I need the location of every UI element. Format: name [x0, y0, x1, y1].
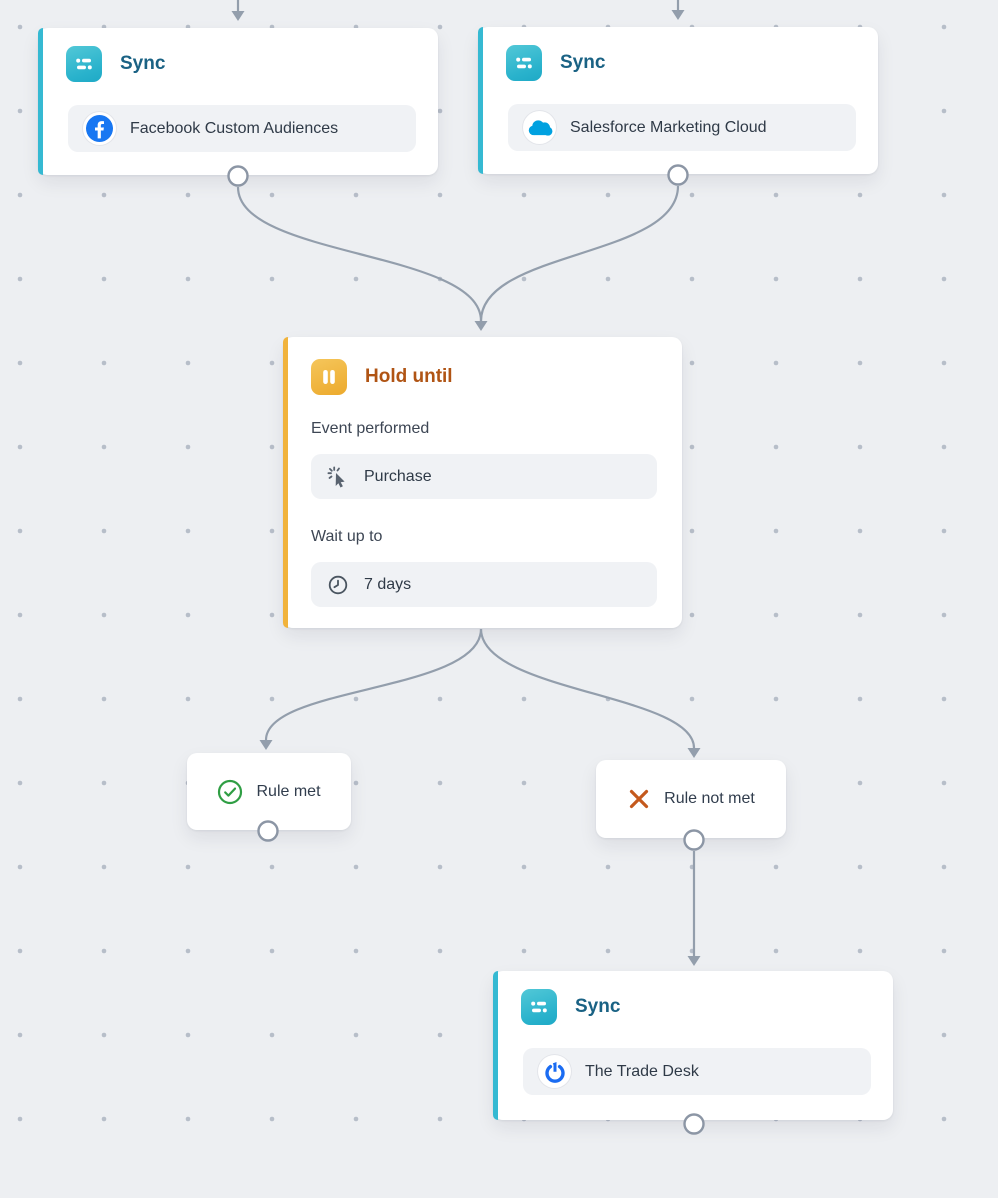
sync-icon — [506, 45, 542, 81]
event-value: Purchase — [364, 467, 432, 485]
check-circle-icon — [217, 779, 243, 805]
sync-accent-bar — [493, 971, 498, 1120]
node-sync-salesforce[interactable]: Sync Salesforce Marketing Cloud — [478, 27, 878, 174]
rule-not-met-label: Rule not met — [664, 790, 755, 807]
cursor-click-icon — [326, 465, 350, 489]
tradedesk-logo-icon — [538, 1055, 571, 1088]
sync-icon — [66, 46, 102, 82]
sync-accent-bar — [478, 27, 483, 174]
destination-field[interactable]: The Trade Desk — [523, 1048, 871, 1095]
event-performed-label: Event performed — [311, 420, 430, 437]
arrowhead — [687, 748, 701, 758]
node-title: Sync — [575, 996, 621, 1017]
x-icon — [627, 787, 651, 811]
node-hold-until[interactable]: Hold until Event performed Purchase Wait… — [283, 337, 682, 628]
destination-field[interactable]: Salesforce Marketing Cloud — [508, 104, 856, 151]
node-rule-not-met[interactable]: Rule not met — [596, 760, 786, 838]
pause-icon — [311, 359, 347, 395]
node-sync-tradedesk[interactable]: Sync The Trade Desk — [493, 971, 893, 1120]
wait-up-to-label: Wait up to — [311, 528, 383, 545]
edge-hold-to-rule-met — [264, 628, 483, 741]
wait-field[interactable]: 7 days — [311, 562, 657, 607]
sync-accent-bar — [38, 28, 43, 175]
node-rule-met[interactable]: Rule met — [187, 753, 351, 830]
arrowhead — [259, 740, 273, 750]
node-title: Sync — [560, 52, 606, 73]
node-title: Hold until — [365, 366, 453, 387]
node-title: Sync — [120, 53, 166, 74]
facebook-logo-icon — [83, 112, 116, 145]
salesforce-logo-icon — [523, 111, 556, 144]
clock-icon — [326, 573, 350, 597]
edge-hold-to-rule-not-met — [479, 628, 696, 749]
edge-salesforce-to-hold — [479, 185, 680, 322]
hold-accent-bar — [283, 337, 288, 628]
arrowhead — [231, 11, 245, 21]
destination-label: Salesforce Marketing Cloud — [570, 118, 767, 136]
event-field[interactable]: Purchase — [311, 454, 657, 499]
rule-met-label: Rule met — [256, 782, 321, 800]
arrowhead — [687, 956, 701, 966]
destination-label: The Trade Desk — [585, 1062, 699, 1080]
sync-icon — [521, 989, 557, 1025]
arrowhead — [474, 321, 488, 331]
arrowhead — [671, 10, 685, 20]
destination-field[interactable]: Facebook Custom Audiences — [68, 105, 416, 152]
destination-label: Facebook Custom Audiences — [130, 119, 339, 137]
wait-value: 7 days — [364, 575, 412, 593]
edge-facebook-to-hold — [236, 186, 483, 322]
node-sync-facebook[interactable]: Sync Facebook Custom Audiences — [38, 28, 438, 175]
